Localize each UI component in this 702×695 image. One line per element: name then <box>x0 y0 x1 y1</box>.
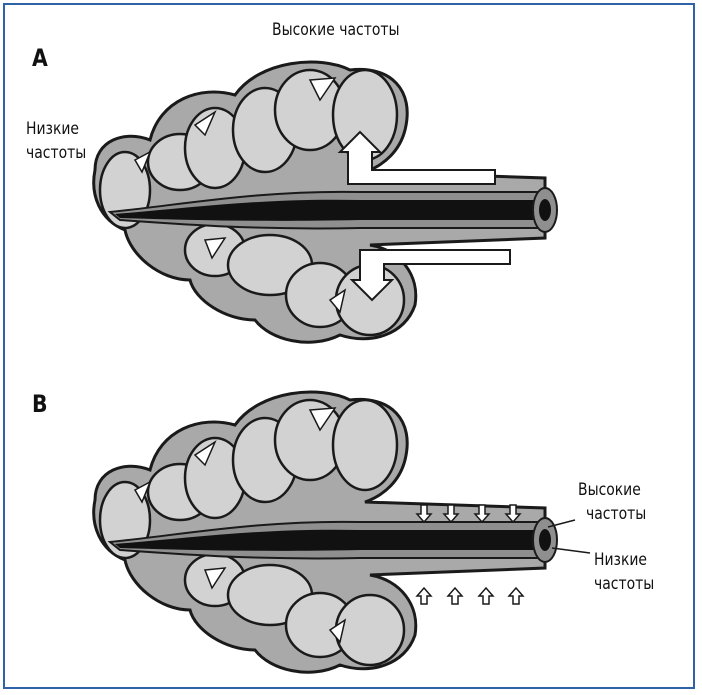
panel-a-label: A <box>32 44 48 72</box>
label-high-frequencies-right-1: Высокие <box>578 478 641 502</box>
label-low-frequencies-left-1: Низкие <box>26 117 79 141</box>
leader-low <box>552 548 590 553</box>
label-high-frequencies-right-2: частоты <box>586 502 646 526</box>
label-high-frequencies-top: Высокие частоты <box>272 18 399 42</box>
label-low-frequencies-right-2: частоты <box>594 572 654 596</box>
cochlea-a <box>94 62 557 342</box>
label-low-frequencies-left-2: частоты <box>26 141 86 165</box>
arrows-up-row <box>417 588 523 604</box>
panel-b-label: B <box>32 390 48 418</box>
arrow-high-frequency <box>340 132 495 184</box>
cochlea-b <box>94 392 557 672</box>
arrow-low-frequency <box>352 250 510 300</box>
label-low-frequencies-right-1: Низкие <box>594 548 647 572</box>
